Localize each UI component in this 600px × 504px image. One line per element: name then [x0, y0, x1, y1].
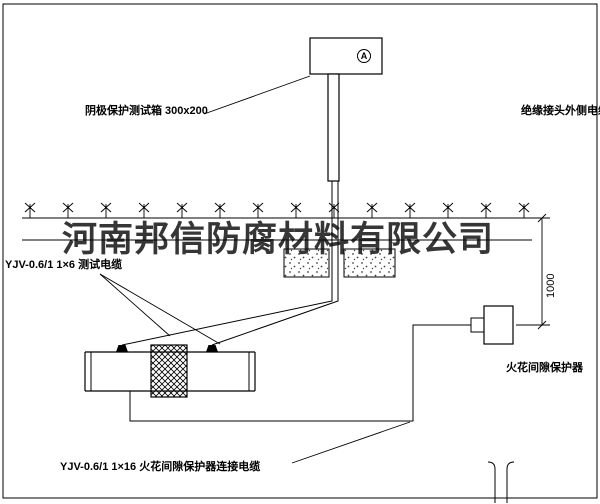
cable-weld-point-right	[206, 345, 218, 352]
test-box-leader-line	[203, 75, 311, 115]
cable-weld-point-left	[116, 345, 128, 352]
drawing-frame	[2, 3, 598, 499]
test-box-label: 阴极保护测试箱 300x200	[85, 105, 208, 117]
pipe-riser-symbol	[487, 461, 515, 503]
pipeline	[84, 344, 256, 398]
depth-dimension	[516, 213, 550, 330]
watermark: 河南邦信防腐材料有限公司	[62, 220, 495, 259]
test-cable-label: YJV-0.6/1 1×6 测试电缆	[5, 259, 123, 271]
concrete-blocks	[283, 248, 396, 278]
spark-gap-protector	[470, 305, 514, 345]
spark-gap-connection-cable	[129, 324, 471, 422]
test-box	[309, 37, 383, 182]
insulated-joint-cable-label: 绝缘接头外侧电缆	[521, 105, 600, 117]
ammeter-symbol: A	[357, 49, 371, 63]
depth-dimension-text: 1000	[545, 273, 557, 298]
test-cable-leader-lines	[99, 273, 221, 345]
test-cables	[121, 181, 339, 346]
connection-cable-leader-line	[291, 421, 411, 464]
ground-lines	[22, 217, 550, 241]
spark-gap-protector-label: 火花间隙保护器	[506, 362, 583, 374]
connection-cable-label: YJV-0.6/1 1×16 火花间隙保护器连接电缆	[60, 461, 261, 473]
insulating-joint	[150, 344, 188, 398]
